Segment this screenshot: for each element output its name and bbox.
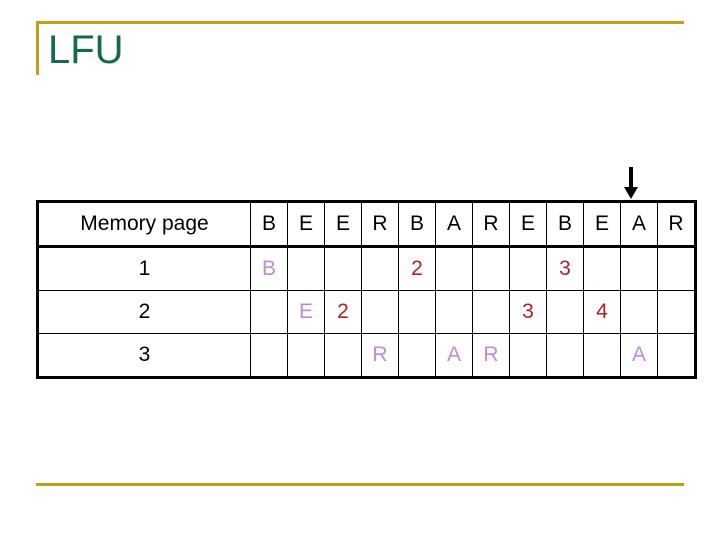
frame-cell bbox=[657, 333, 696, 378]
reference-header-cell: B bbox=[398, 201, 436, 248]
frame-cell bbox=[435, 246, 473, 291]
frame-cell: 3 bbox=[509, 290, 547, 334]
frame-label: 1 bbox=[37, 246, 251, 291]
page-title: LFU bbox=[48, 28, 124, 72]
reference-header-cell: A bbox=[620, 201, 658, 248]
frame-cell bbox=[398, 333, 436, 378]
frame-cell bbox=[546, 333, 584, 378]
slide-bottom-rule bbox=[36, 483, 684, 486]
frame-cell bbox=[657, 246, 696, 291]
frame-cell bbox=[361, 246, 399, 291]
frame-cell bbox=[287, 333, 325, 378]
frame-cell bbox=[398, 290, 436, 334]
reference-header-cell: E bbox=[324, 201, 362, 248]
frame-cell bbox=[435, 290, 473, 334]
memory-page-header: Memory page bbox=[37, 201, 251, 248]
frame-cell bbox=[250, 333, 288, 378]
reference-header-cell: R bbox=[472, 201, 510, 248]
frame-cell bbox=[620, 290, 658, 334]
frame-cell bbox=[583, 333, 621, 378]
frame-cell: R bbox=[361, 333, 399, 378]
reference-header-cell: E bbox=[509, 201, 547, 248]
reference-header-cell: A bbox=[435, 201, 473, 248]
reference-header-cell: E bbox=[287, 201, 325, 248]
frame-cell bbox=[287, 246, 325, 291]
frame-cell bbox=[620, 246, 658, 291]
frame-cell bbox=[472, 290, 510, 334]
frame-cell bbox=[546, 290, 584, 334]
slide-top-rule bbox=[36, 21, 684, 24]
frame-label: 2 bbox=[37, 290, 251, 334]
frame-cell: 4 bbox=[583, 290, 621, 334]
frame-cell bbox=[509, 246, 547, 291]
reference-header-cell: B bbox=[546, 201, 584, 248]
frame-cell bbox=[324, 246, 362, 291]
frame-cell bbox=[361, 290, 399, 334]
reference-header-cell: E bbox=[583, 201, 621, 248]
reference-header-cell: B bbox=[250, 201, 288, 248]
frame-cell: E bbox=[287, 290, 325, 334]
reference-header-cell: R bbox=[361, 201, 399, 248]
frame-cell: 2 bbox=[398, 246, 436, 291]
down-arrow-icon bbox=[624, 167, 638, 199]
frame-cell bbox=[472, 246, 510, 291]
frame-cell: A bbox=[620, 333, 658, 378]
frame-cell bbox=[324, 333, 362, 378]
frame-cell: R bbox=[472, 333, 510, 378]
frame-cell: 3 bbox=[546, 246, 584, 291]
frame-label: 3 bbox=[37, 333, 251, 378]
frame-cell: B bbox=[250, 246, 288, 291]
frame-cell: 2 bbox=[324, 290, 362, 334]
frame-cell: A bbox=[435, 333, 473, 378]
slide-title-accent bbox=[36, 21, 39, 75]
frame-cell bbox=[583, 246, 621, 291]
frame-cell bbox=[657, 290, 696, 334]
reference-header-cell: R bbox=[657, 201, 696, 248]
frame-cell bbox=[509, 333, 547, 378]
frame-cell bbox=[250, 290, 288, 334]
